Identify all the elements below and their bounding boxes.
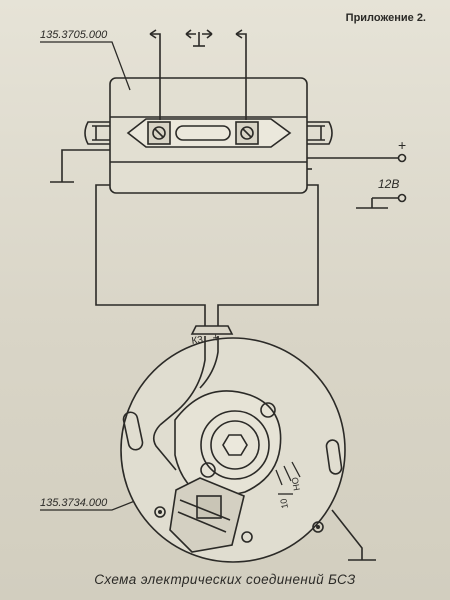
octane-scale — [275, 461, 301, 495]
battery-terminal — [356, 193, 407, 209]
shaft-hex — [222, 434, 248, 456]
distributor-connector — [190, 325, 234, 335]
left-mounting-bracket — [84, 121, 110, 145]
appendix-label: Приложение 2. — [345, 12, 426, 24]
terminal-plus-label: + — [211, 330, 220, 345]
terminal-screw-right — [235, 121, 259, 145]
right-mounting-bracket — [307, 121, 333, 145]
wire-k3 — [95, 184, 206, 330]
figure-caption: Схема электрических соединений БСЗ — [94, 572, 356, 587]
voltage-label: 12В — [378, 177, 399, 191]
distributor-ground — [331, 509, 376, 561]
terminal-screw-left — [147, 121, 171, 145]
distributor-label: 135.3734.000 — [40, 497, 108, 509]
switch-ground-lead — [61, 149, 110, 182]
mark-ho-label: НО — [290, 476, 302, 491]
plus-label: + — [398, 137, 406, 153]
switch-unit — [50, 77, 407, 194]
distributor-sensor — [120, 325, 346, 563]
switch-unit-label: 135.3705.000 — [40, 29, 108, 41]
wire-plus — [217, 184, 319, 330]
coil-leads — [149, 29, 247, 120]
switch-unit-leader — [40, 41, 131, 91]
hall-sensor — [169, 477, 245, 553]
terminal-k3-label: К3 — [191, 334, 204, 347]
mark-10-label: 10 — [278, 498, 290, 510]
